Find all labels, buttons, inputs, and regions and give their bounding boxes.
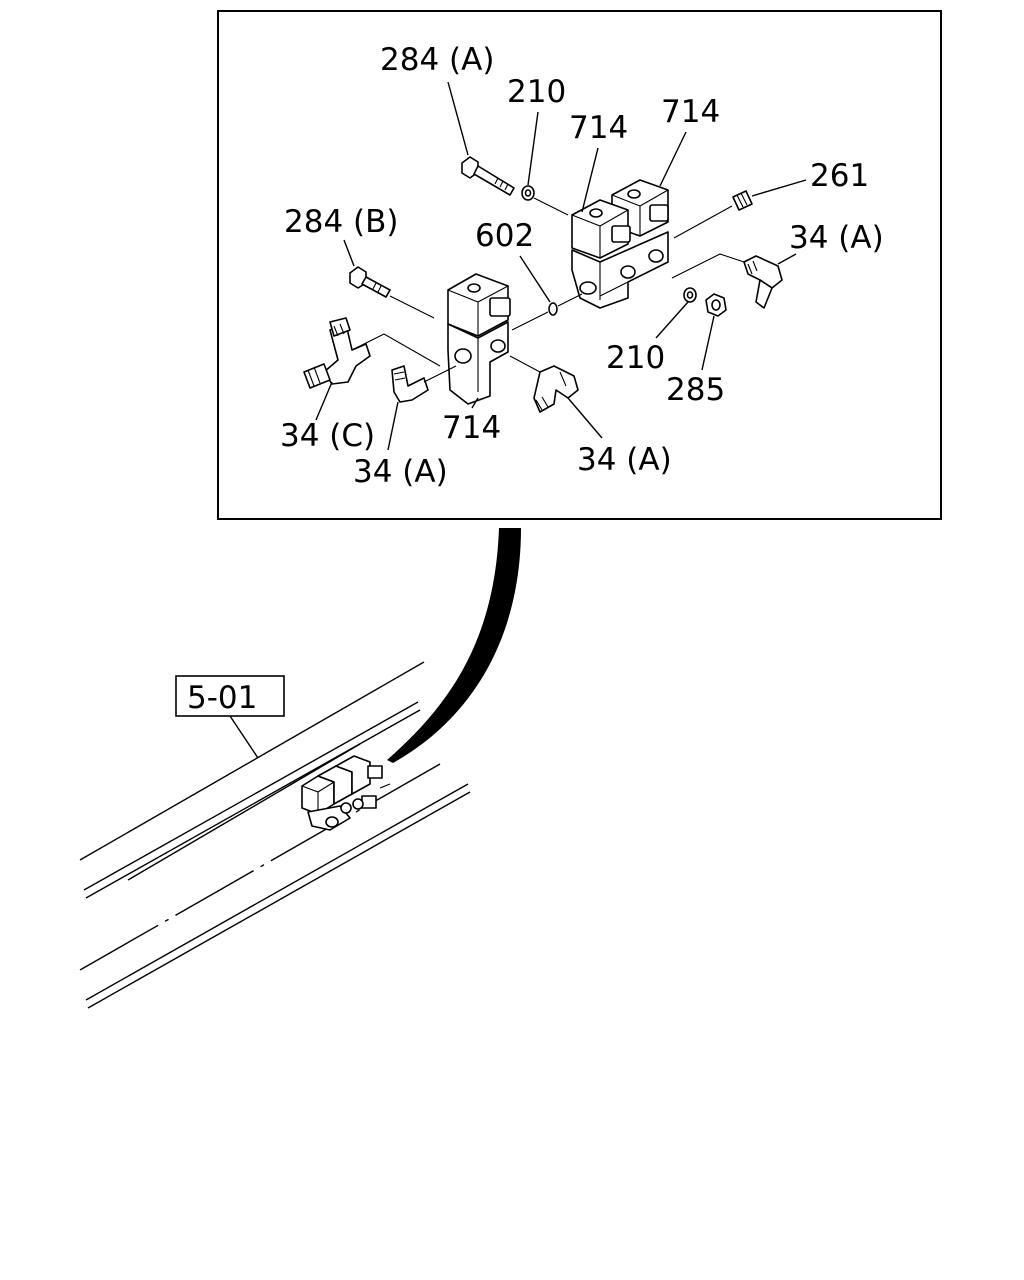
label-nut-285: 285 xyxy=(666,372,725,408)
nut-285 xyxy=(705,293,727,317)
elbow-34a-right xyxy=(743,255,783,309)
alignment-lines xyxy=(355,197,745,383)
label-valve-714-center: 714 xyxy=(569,110,628,146)
elbow-34a-bottom xyxy=(533,365,579,413)
frame-rails xyxy=(79,661,471,1009)
valve-assembly-upper xyxy=(571,179,669,309)
label-oring-602: 602 xyxy=(475,218,534,254)
label-tee-34c: 34 (C) xyxy=(280,418,375,454)
label-plug-261: 261 xyxy=(810,158,869,194)
leader-lines xyxy=(315,81,807,451)
washer-210-bottom xyxy=(683,287,697,303)
label-valve-714-right: 714 xyxy=(661,94,720,130)
bolt-284a xyxy=(461,156,515,196)
oring-602 xyxy=(548,302,558,316)
label-elbow-34a-left: 34 (A) xyxy=(353,454,448,490)
label-elbow-34a-bottom: 34 (A) xyxy=(577,442,672,478)
reference-label: 5-01 xyxy=(187,680,257,716)
label-valve-714-lower: 714 xyxy=(442,410,501,446)
valve-lower xyxy=(447,273,511,405)
bolt-284b xyxy=(349,266,391,298)
reference-callout: 5-01 xyxy=(175,675,285,759)
valve-assembly-location xyxy=(301,755,391,831)
washer-210-top xyxy=(521,185,535,201)
plug-261 xyxy=(732,190,753,211)
label-washer-210-bottom: 210 xyxy=(606,340,665,376)
label-washer-210-top: 210 xyxy=(507,74,566,110)
label-bolt-284a: 284 (A) xyxy=(380,42,494,78)
label-elbow-34a-right: 34 (A) xyxy=(789,220,884,256)
callout-arc xyxy=(387,528,521,763)
label-bolt-284b: 284 (B) xyxy=(284,204,398,240)
tee-34c xyxy=(303,317,371,389)
elbow-34a-left xyxy=(391,365,429,403)
